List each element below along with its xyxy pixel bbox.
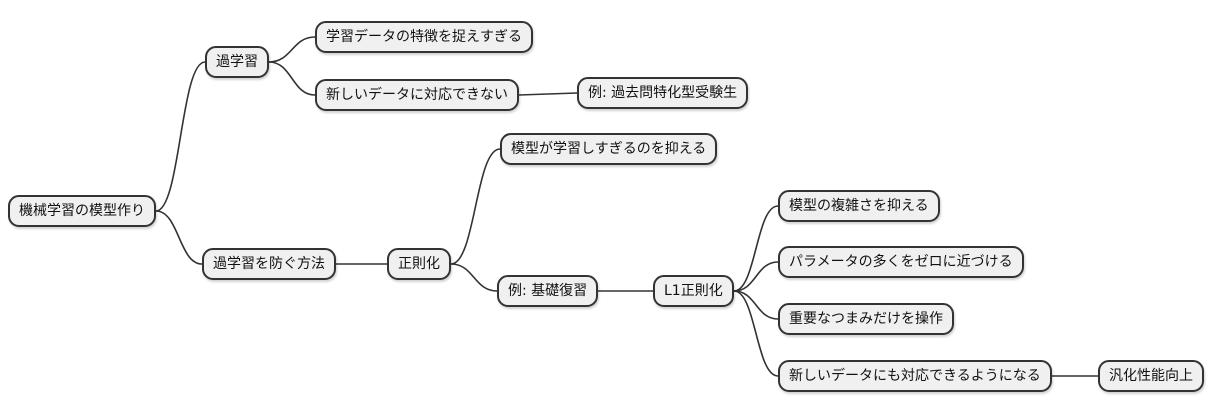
node-feat[interactable]: 学習データの特徴を捉えすぎる bbox=[315, 21, 533, 53]
node-prevent[interactable]: 過学習を防ぐ方法 bbox=[202, 248, 336, 280]
node-knobs[interactable]: 重要なつまみだけを操作 bbox=[778, 303, 954, 335]
edge-newdata-exam bbox=[518, 92, 578, 96]
node-general[interactable]: 汎化性能向上 bbox=[1098, 360, 1204, 392]
edge-overfit-feat bbox=[268, 36, 316, 63]
node-complexity[interactable]: 模型の複雑さを抑える bbox=[778, 190, 940, 222]
node-params[interactable]: パラメータの多くをゼロに近づける bbox=[778, 246, 1024, 278]
node-basics[interactable]: 例: 基礎復習 bbox=[497, 275, 599, 307]
node-suppress[interactable]: 模型が学習しすぎるのを抑える bbox=[500, 133, 718, 165]
edge-l1-params bbox=[733, 261, 779, 292]
edge-reg-basics bbox=[450, 263, 498, 292]
node-adapt[interactable]: 新しいデータにも対応できるようになる bbox=[778, 360, 1052, 392]
edge-l1-complexity bbox=[733, 205, 779, 292]
node-root[interactable]: 機械学習の模型作り bbox=[8, 195, 156, 227]
edge-root-overfit bbox=[155, 61, 206, 212]
node-exam[interactable]: 例: 過去問特化型受験生 bbox=[577, 77, 749, 109]
node-l1[interactable]: L1正則化 bbox=[653, 275, 734, 307]
edge-reg-suppress bbox=[450, 148, 501, 265]
node-reg[interactable]: 正則化 bbox=[387, 248, 451, 280]
edge-l1-knobs bbox=[733, 290, 779, 320]
node-overfit[interactable]: 過学習 bbox=[205, 46, 269, 78]
edge-root-prevent bbox=[155, 210, 203, 265]
node-newdata[interactable]: 新しいデータに対応できない bbox=[315, 79, 519, 111]
edge-overfit-newdata bbox=[268, 61, 316, 96]
edge-l1-adapt bbox=[733, 290, 779, 377]
